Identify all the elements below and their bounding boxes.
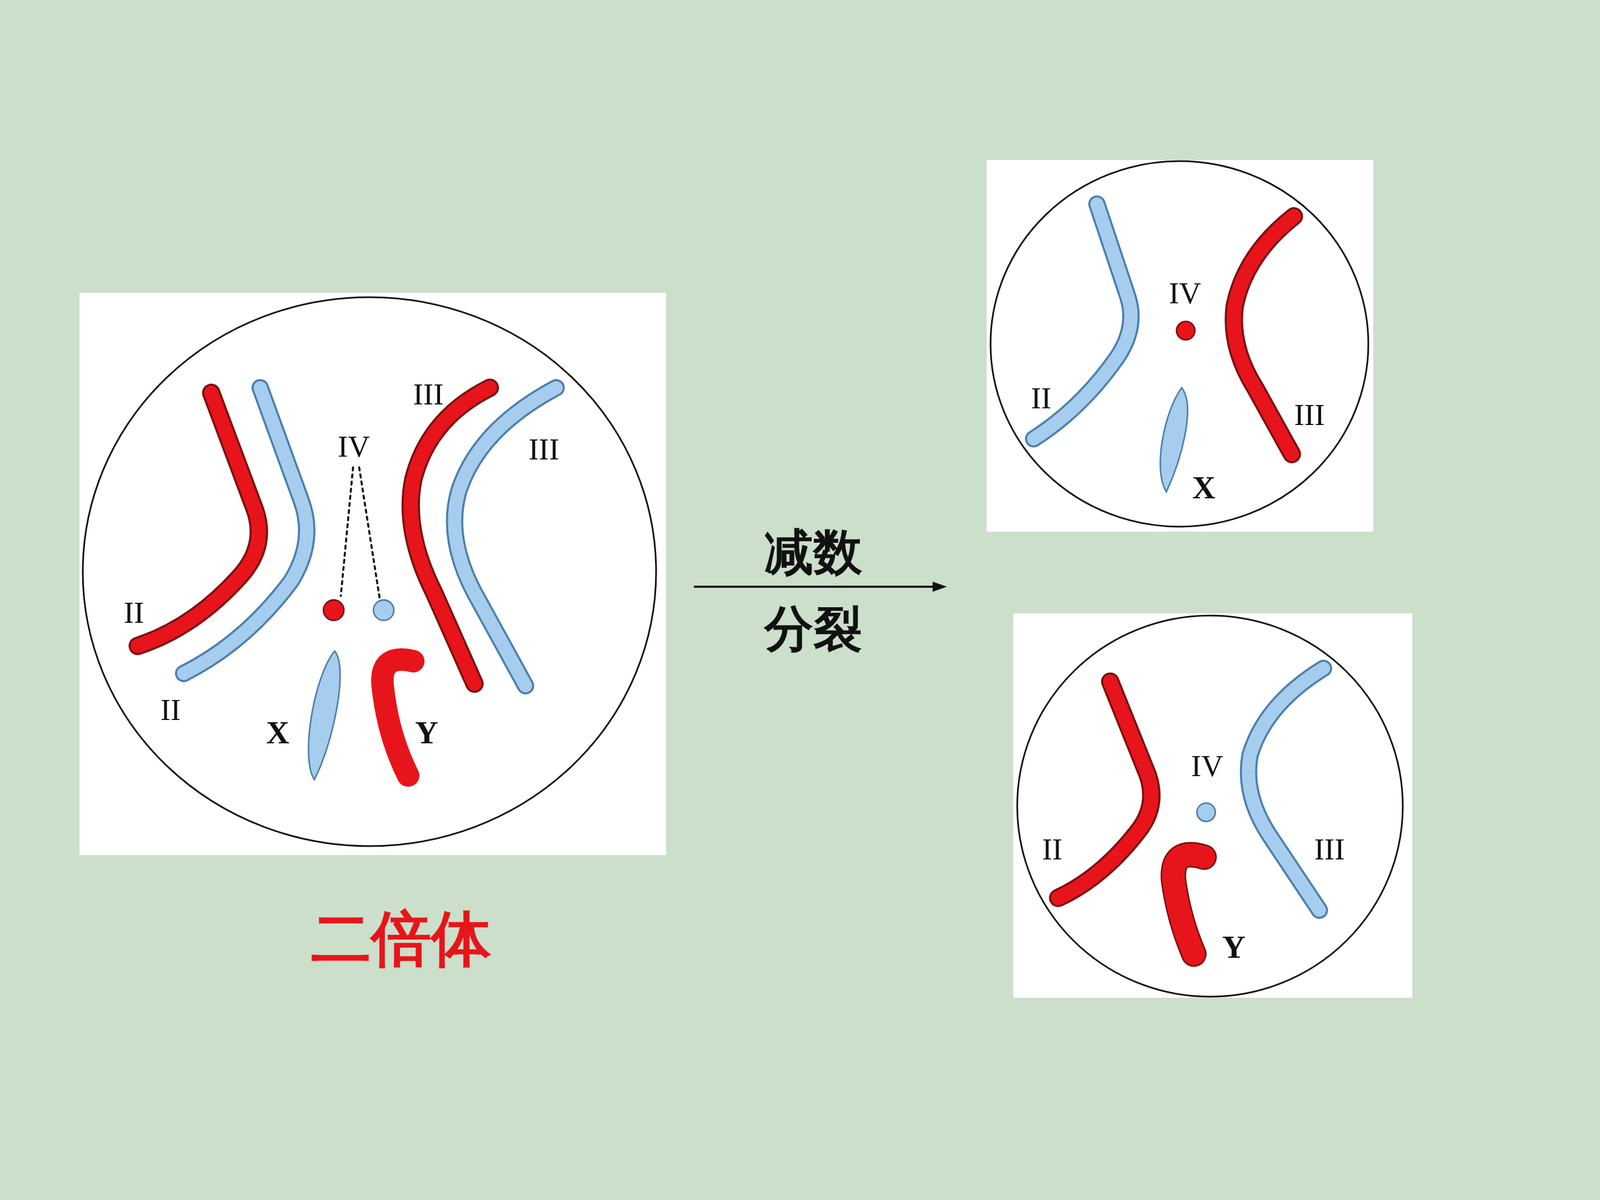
chromosome-label: III	[1294, 399, 1325, 430]
chromosome-iv-blue	[373, 600, 394, 621]
chromosome-y	[382, 659, 414, 776]
chromosome-label: II	[1042, 833, 1063, 865]
panel-background	[986, 160, 1374, 532]
chromosome-label: III	[528, 433, 560, 465]
panel-background	[79, 292, 667, 855]
chromosome-iii-blue	[454, 387, 557, 686]
cell-outline	[1013, 613, 1413, 998]
chromosome-iv-blue	[1196, 803, 1215, 822]
chromosome-y	[1173, 854, 1204, 954]
chromosome-ii-blue	[183, 387, 308, 674]
chromosome-label: IV	[337, 431, 370, 462]
cell-membrane	[82, 297, 657, 847]
chromosome-label: X	[1192, 471, 1216, 504]
chromosome-label: X	[266, 716, 290, 749]
arrow-head	[932, 581, 948, 592]
chromosome-ii-red	[1058, 681, 1152, 898]
chromosome-label: II	[123, 597, 145, 628]
chromosome-label: IV	[1168, 277, 1202, 309]
chromosome-x	[1160, 387, 1188, 492]
gamete-cell: IVIIIIIY	[1013, 613, 1413, 998]
chromosome-label: III	[1314, 833, 1345, 865]
process-label: 分裂	[764, 604, 863, 654]
chromosome-x	[308, 651, 340, 780]
chromosome-iii-red	[1233, 216, 1294, 454]
cell-caption: 二倍体	[311, 908, 492, 969]
process-label: 减数	[764, 527, 863, 577]
chromosome-ii-red	[137, 392, 259, 647]
cell-membrane	[990, 161, 1369, 527]
chromosome-label: II	[1031, 382, 1052, 414]
panel-background	[1013, 613, 1413, 998]
chromosome-iv-red	[323, 600, 344, 621]
gamete-cell: IVIIIIIX	[986, 160, 1374, 532]
chromosome-label: III	[413, 378, 444, 410]
process-arrow	[693, 585, 937, 588]
chromosome-iii-blue	[1248, 668, 1324, 910]
cell-outline	[79, 292, 667, 855]
chromosome-label: Y	[1222, 931, 1246, 964]
chromosome-label: Y	[415, 716, 439, 749]
cell-membrane	[1017, 615, 1403, 997]
diploid-cell: IIIIVIIIIIIIXY二倍体	[79, 292, 667, 855]
chromosome-label: II	[160, 694, 182, 725]
chromosome-iv-red	[1176, 321, 1195, 340]
chromosome-label: IV	[1191, 750, 1224, 782]
cell-outline	[986, 160, 1374, 532]
